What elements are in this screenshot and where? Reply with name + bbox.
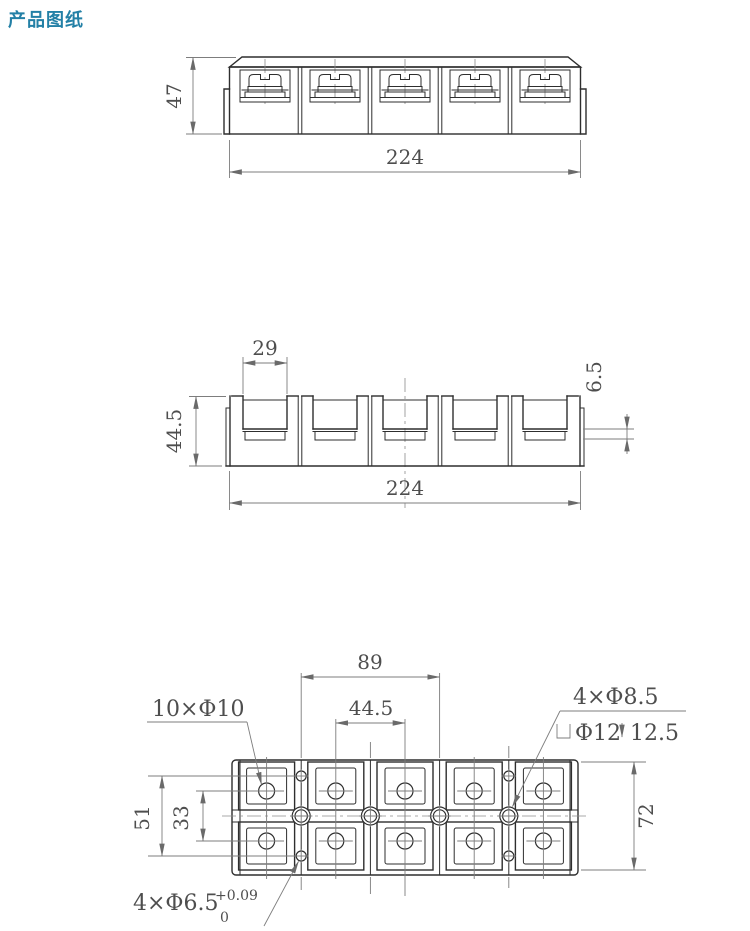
slot-cell <box>301 395 369 441</box>
pole-column <box>237 756 296 880</box>
plan-view: 89 44.5 51 33 72 <box>130 650 686 927</box>
dim-ledge-depth: 6.5 <box>582 361 634 454</box>
dim-pitch: 44.5 <box>335 696 406 726</box>
counterbore-icon <box>556 724 571 739</box>
dim-section-width: 224 <box>228 471 582 510</box>
dim-ledge-depth-label: 6.5 <box>582 361 606 393</box>
plan-view-pole-columns <box>237 756 573 880</box>
dim-row-span: 33 <box>169 790 284 842</box>
dim-mount-span: 89 <box>300 650 441 680</box>
page-title: 产品图纸 <box>8 10 84 30</box>
dim-front-height-label: 47 <box>162 83 186 108</box>
dim-section-width-label: 224 <box>386 476 424 500</box>
pole-column <box>445 756 503 880</box>
terminal-cell <box>239 58 291 105</box>
label-wire-holes: 10×Φ10 <box>147 697 262 786</box>
slot-cell <box>231 395 299 441</box>
pole-column <box>307 756 365 880</box>
side-holes <box>294 769 516 863</box>
dim-slot-width: 29 <box>242 336 288 394</box>
terminal-cell <box>379 58 431 105</box>
front-view: 47 224 <box>162 56 587 178</box>
front-view-terminal-cells <box>239 58 571 105</box>
terminal-cell <box>519 58 571 105</box>
side-holes-tol-upper: +0.09 <box>215 888 258 904</box>
slot-cell <box>441 395 509 441</box>
slot-cell <box>511 395 579 441</box>
terminal-cell <box>449 58 501 105</box>
section-view-body-outline <box>225 395 585 467</box>
mounting-holes <box>290 805 520 827</box>
dim-mount-span-label: 89 <box>357 650 382 674</box>
dim-plan-depth-label: 72 <box>634 803 658 828</box>
wire-holes-callout: 10×Φ10 <box>152 697 244 722</box>
section-view: 29 44.5 6.5 224 <box>162 336 634 510</box>
pole-column <box>514 756 573 880</box>
front-view-cell-dividers <box>297 66 513 135</box>
page-header: 产品图纸 <box>8 6 84 32</box>
dim-side-hole-span-label: 51 <box>130 805 154 830</box>
counterbore-dia-label: Φ12 <box>575 721 621 746</box>
section-view-cell-dividers <box>297 395 513 467</box>
side-holes-callout: 4×Φ6.5 <box>133 891 218 916</box>
dim-plan-depth: 72 <box>581 761 658 871</box>
dim-section-height: 44.5 <box>162 395 226 467</box>
dim-front-height: 47 <box>162 56 236 135</box>
pole-column <box>376 756 434 880</box>
mount-holes-callout: 4×Φ8.5 <box>573 685 658 710</box>
label-side-holes: 4×Φ6.5 +0.09 0 <box>133 860 299 927</box>
terminal-cell <box>309 58 361 105</box>
dim-slot-width-label: 29 <box>252 336 277 360</box>
dim-side-hole-span: 51 <box>130 775 296 857</box>
label-mount-holes: 4×Φ8.5 Φ12 12.5 <box>512 685 686 808</box>
dim-pitch-label: 44.5 <box>349 696 394 720</box>
dim-section-height-label: 44.5 <box>162 409 186 454</box>
dim-row-span-label: 33 <box>169 805 193 830</box>
dim-front-width-label: 224 <box>386 145 424 169</box>
dim-front-width: 224 <box>228 140 582 178</box>
side-holes-tol-lower: 0 <box>220 910 229 926</box>
counterbore-depth-label: 12.5 <box>630 721 679 746</box>
